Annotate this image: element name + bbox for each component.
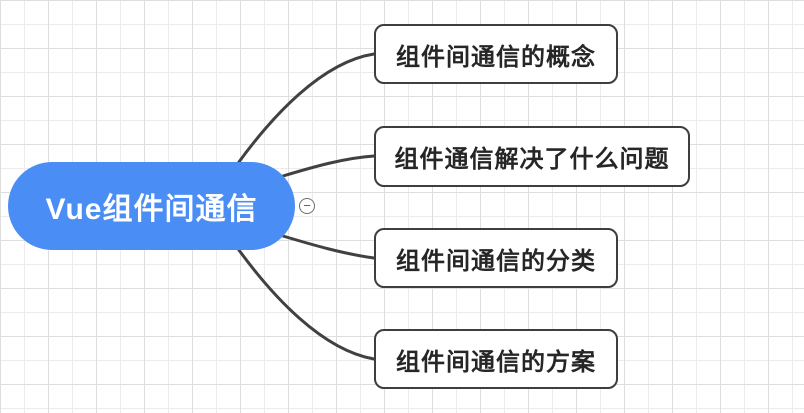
branch-label: 组件间通信的分类 <box>396 247 596 275</box>
root-node[interactable]: Vue组件间通信 <box>8 162 295 250</box>
branch-node-concept[interactable]: 组件间通信的概念 <box>374 24 618 84</box>
connector-branch-concept <box>234 52 376 168</box>
root-node-label: Vue组件间通信 <box>45 193 258 226</box>
connector-branch-category <box>281 234 376 260</box>
branch-node-problem[interactable]: 组件通信解决了什么问题 <box>374 126 690 187</box>
connector-branch-solution <box>234 244 376 361</box>
branch-label: 组件间通信的方案 <box>396 348 596 376</box>
minus-icon: − <box>303 198 311 213</box>
branch-label: 组件间通信的概念 <box>396 43 596 71</box>
collapse-button[interactable]: − <box>299 198 315 214</box>
branch-label: 组件通信解决了什么问题 <box>394 146 670 173</box>
branch-node-category[interactable]: 组件间通信的分类 <box>374 228 618 288</box>
connector-branch-problem <box>281 154 376 178</box>
branch-node-solution[interactable]: 组件间通信的方案 <box>374 329 618 389</box>
